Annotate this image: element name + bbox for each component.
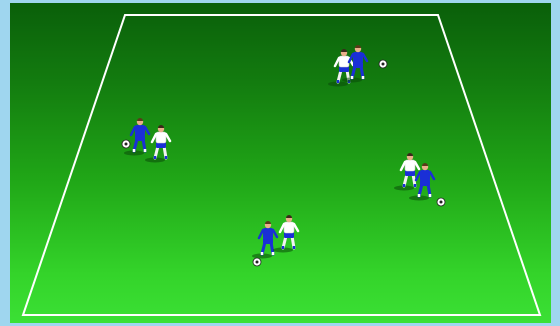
player-group-left — [122, 118, 170, 163]
ball-icon — [253, 258, 261, 266]
player-white — [145, 125, 170, 163]
ball-icon — [379, 60, 387, 68]
player-group-right — [394, 153, 445, 206]
player-group-top-right — [328, 45, 387, 87]
player-group-bottom-center — [252, 215, 298, 266]
player-blue — [124, 118, 149, 156]
player-white — [273, 215, 298, 253]
player-blue — [252, 221, 277, 259]
field-boundary-line — [23, 15, 540, 315]
player-white — [394, 153, 419, 191]
ball-icon — [437, 198, 445, 206]
ball-icon — [122, 140, 130, 148]
